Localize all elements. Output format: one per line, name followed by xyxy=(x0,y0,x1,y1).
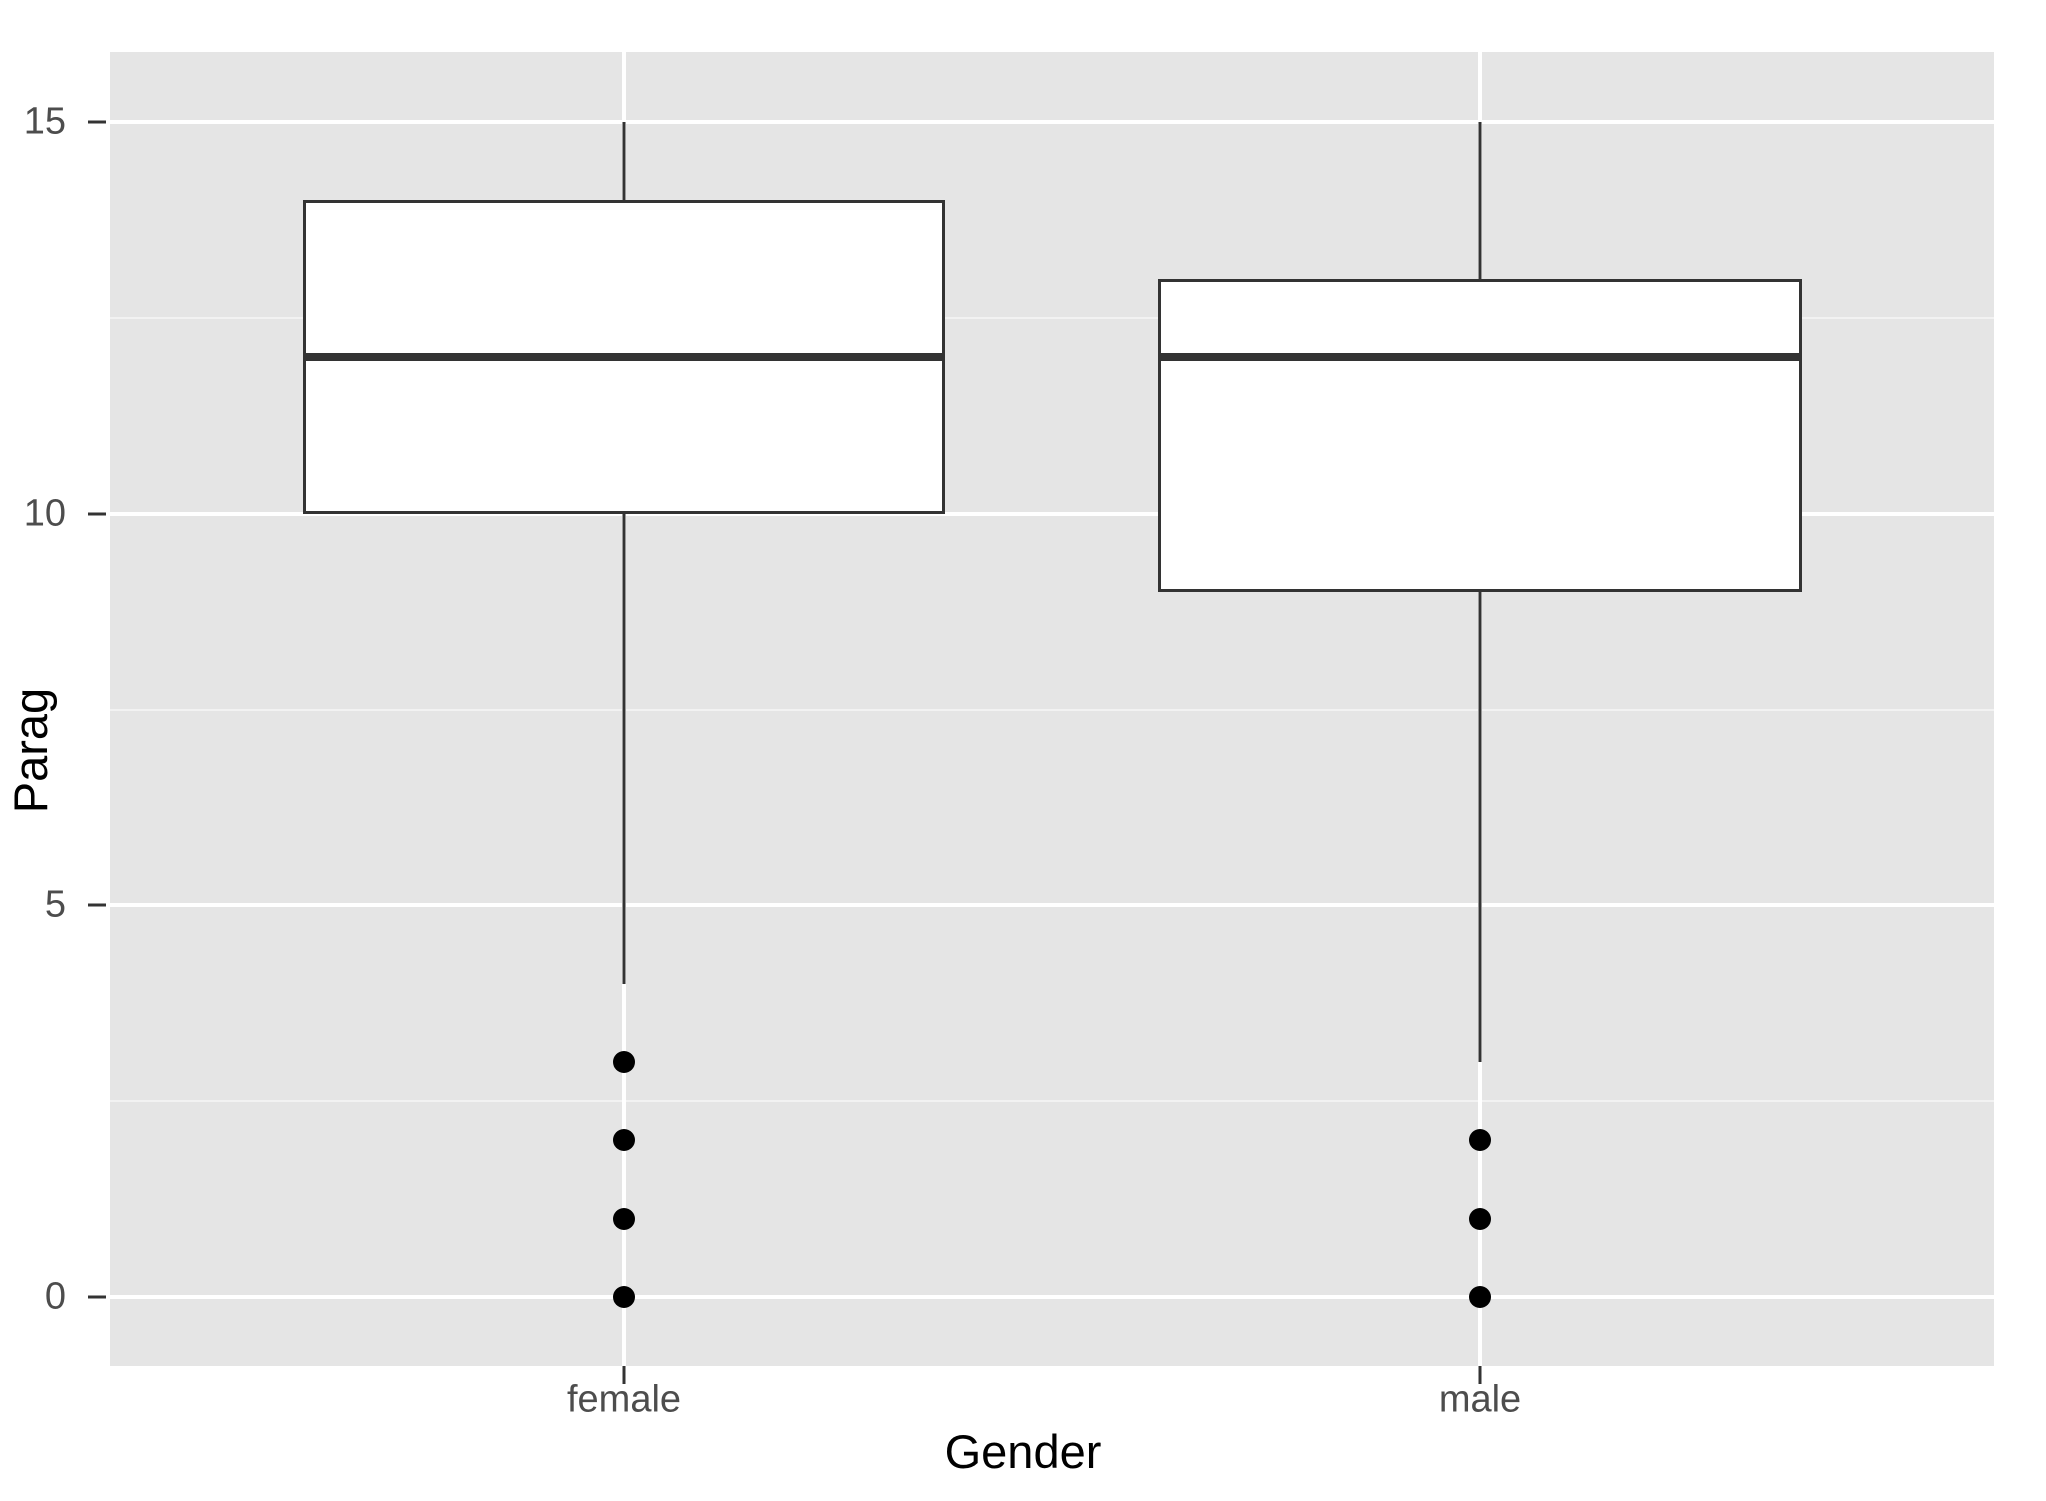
outlier-point xyxy=(613,1207,635,1230)
box-iqr xyxy=(1158,278,1802,593)
outlier-point xyxy=(1469,1129,1491,1152)
outlier-point xyxy=(613,1051,635,1073)
y-tick-mark xyxy=(88,1295,106,1299)
x-tick-label-female: female xyxy=(566,1378,682,1421)
median-line xyxy=(303,353,945,362)
whisker-upper xyxy=(1478,122,1482,279)
gridline-major-horizontal xyxy=(110,511,1994,516)
y-tick-label: 10 xyxy=(23,492,66,535)
gridline-minor-horizontal xyxy=(110,316,1994,319)
x-tick-mark xyxy=(622,1366,626,1384)
outlier-point xyxy=(1469,1207,1491,1230)
gridline-minor-horizontal xyxy=(110,708,1994,711)
x-tick-mark xyxy=(1478,1366,1482,1384)
y-tick-mark xyxy=(88,903,106,907)
y-tick-label: 5 xyxy=(44,883,66,926)
outlier-point xyxy=(613,1129,635,1152)
whisker-lower xyxy=(1478,592,1482,1062)
whisker-upper xyxy=(622,122,626,201)
y-tick-label: 15 xyxy=(23,100,66,143)
x-tick-label-male: male xyxy=(1438,1378,1522,1421)
plot-panel xyxy=(110,52,1994,1366)
gridline-major-horizontal xyxy=(110,1295,1994,1299)
whisker-lower xyxy=(622,513,626,984)
median-line xyxy=(1158,353,1802,362)
gridline-minor-horizontal xyxy=(110,1100,1994,1103)
outlier-point xyxy=(613,1286,635,1308)
y-tick-mark xyxy=(88,120,106,124)
x-axis-title: Gender xyxy=(944,1425,1102,1478)
y-tick-label: 0 xyxy=(44,1275,66,1318)
gridline-major-horizontal xyxy=(110,120,1994,125)
outlier-point xyxy=(1469,1286,1491,1308)
gridline-major-horizontal xyxy=(110,903,1994,908)
y-tick-mark xyxy=(88,512,106,516)
